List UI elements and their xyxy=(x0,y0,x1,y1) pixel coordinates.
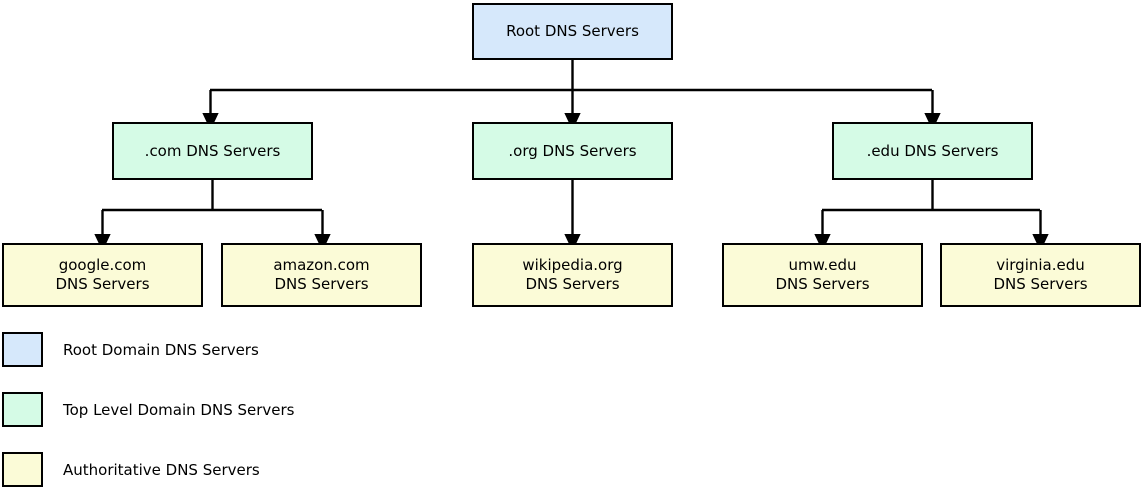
edge-edu-to-children xyxy=(814,180,1049,252)
node-edu-dns-servers[interactable]: .edu DNS Servers xyxy=(832,122,1033,180)
legend-swatch-authoritative xyxy=(2,452,43,487)
node-amazon-com-dns-servers[interactable]: amazon.com DNS Servers xyxy=(221,243,422,307)
legend-label-root-domain: Root Domain DNS Servers xyxy=(63,341,259,359)
node-label-line: .edu DNS Servers xyxy=(866,141,999,160)
node-virginia-edu-dns-servers[interactable]: virginia.edu DNS Servers xyxy=(940,243,1141,307)
node-label-line: umw.edu xyxy=(788,256,857,274)
legend-label-authoritative: Authoritative DNS Servers xyxy=(63,461,260,479)
node-label-line: amazon.com xyxy=(273,256,370,274)
legend-swatch-top-level-domain xyxy=(2,392,43,427)
node-label-line: .org DNS Servers xyxy=(508,141,637,160)
node-wikipedia-org-dns-servers[interactable]: wikipedia.org DNS Servers xyxy=(472,243,673,307)
node-umw-edu-dns-servers[interactable]: umw.edu DNS Servers xyxy=(722,243,923,307)
node-label-line: google.com xyxy=(58,256,147,274)
node-label-line: DNS Servers xyxy=(274,275,369,293)
node-label-line: DNS Servers xyxy=(775,275,870,293)
node-label-line: DNS Servers xyxy=(525,275,620,293)
node-root-dns-servers[interactable]: Root DNS Servers xyxy=(472,3,673,60)
node-label-line: wikipedia.org xyxy=(522,256,623,274)
node-label-line: DNS Servers xyxy=(55,275,150,293)
edge-root-to-tlds xyxy=(202,60,941,131)
node-label-line: .com DNS Servers xyxy=(144,141,281,160)
edge-com-to-children xyxy=(94,180,331,252)
node-label-line: Root DNS Servers xyxy=(506,22,639,40)
node-org-dns-servers[interactable]: .org DNS Servers xyxy=(472,122,673,180)
node-label-line: DNS Servers xyxy=(993,275,1088,293)
node-label-line: virginia.edu xyxy=(996,256,1085,274)
legend-label-top-level-domain: Top Level Domain DNS Servers xyxy=(63,401,295,419)
legend-swatch-root-domain xyxy=(2,332,43,367)
node-com-dns-servers[interactable]: .com DNS Servers xyxy=(112,122,313,180)
node-google-com-dns-servers[interactable]: google.com DNS Servers xyxy=(2,243,203,307)
